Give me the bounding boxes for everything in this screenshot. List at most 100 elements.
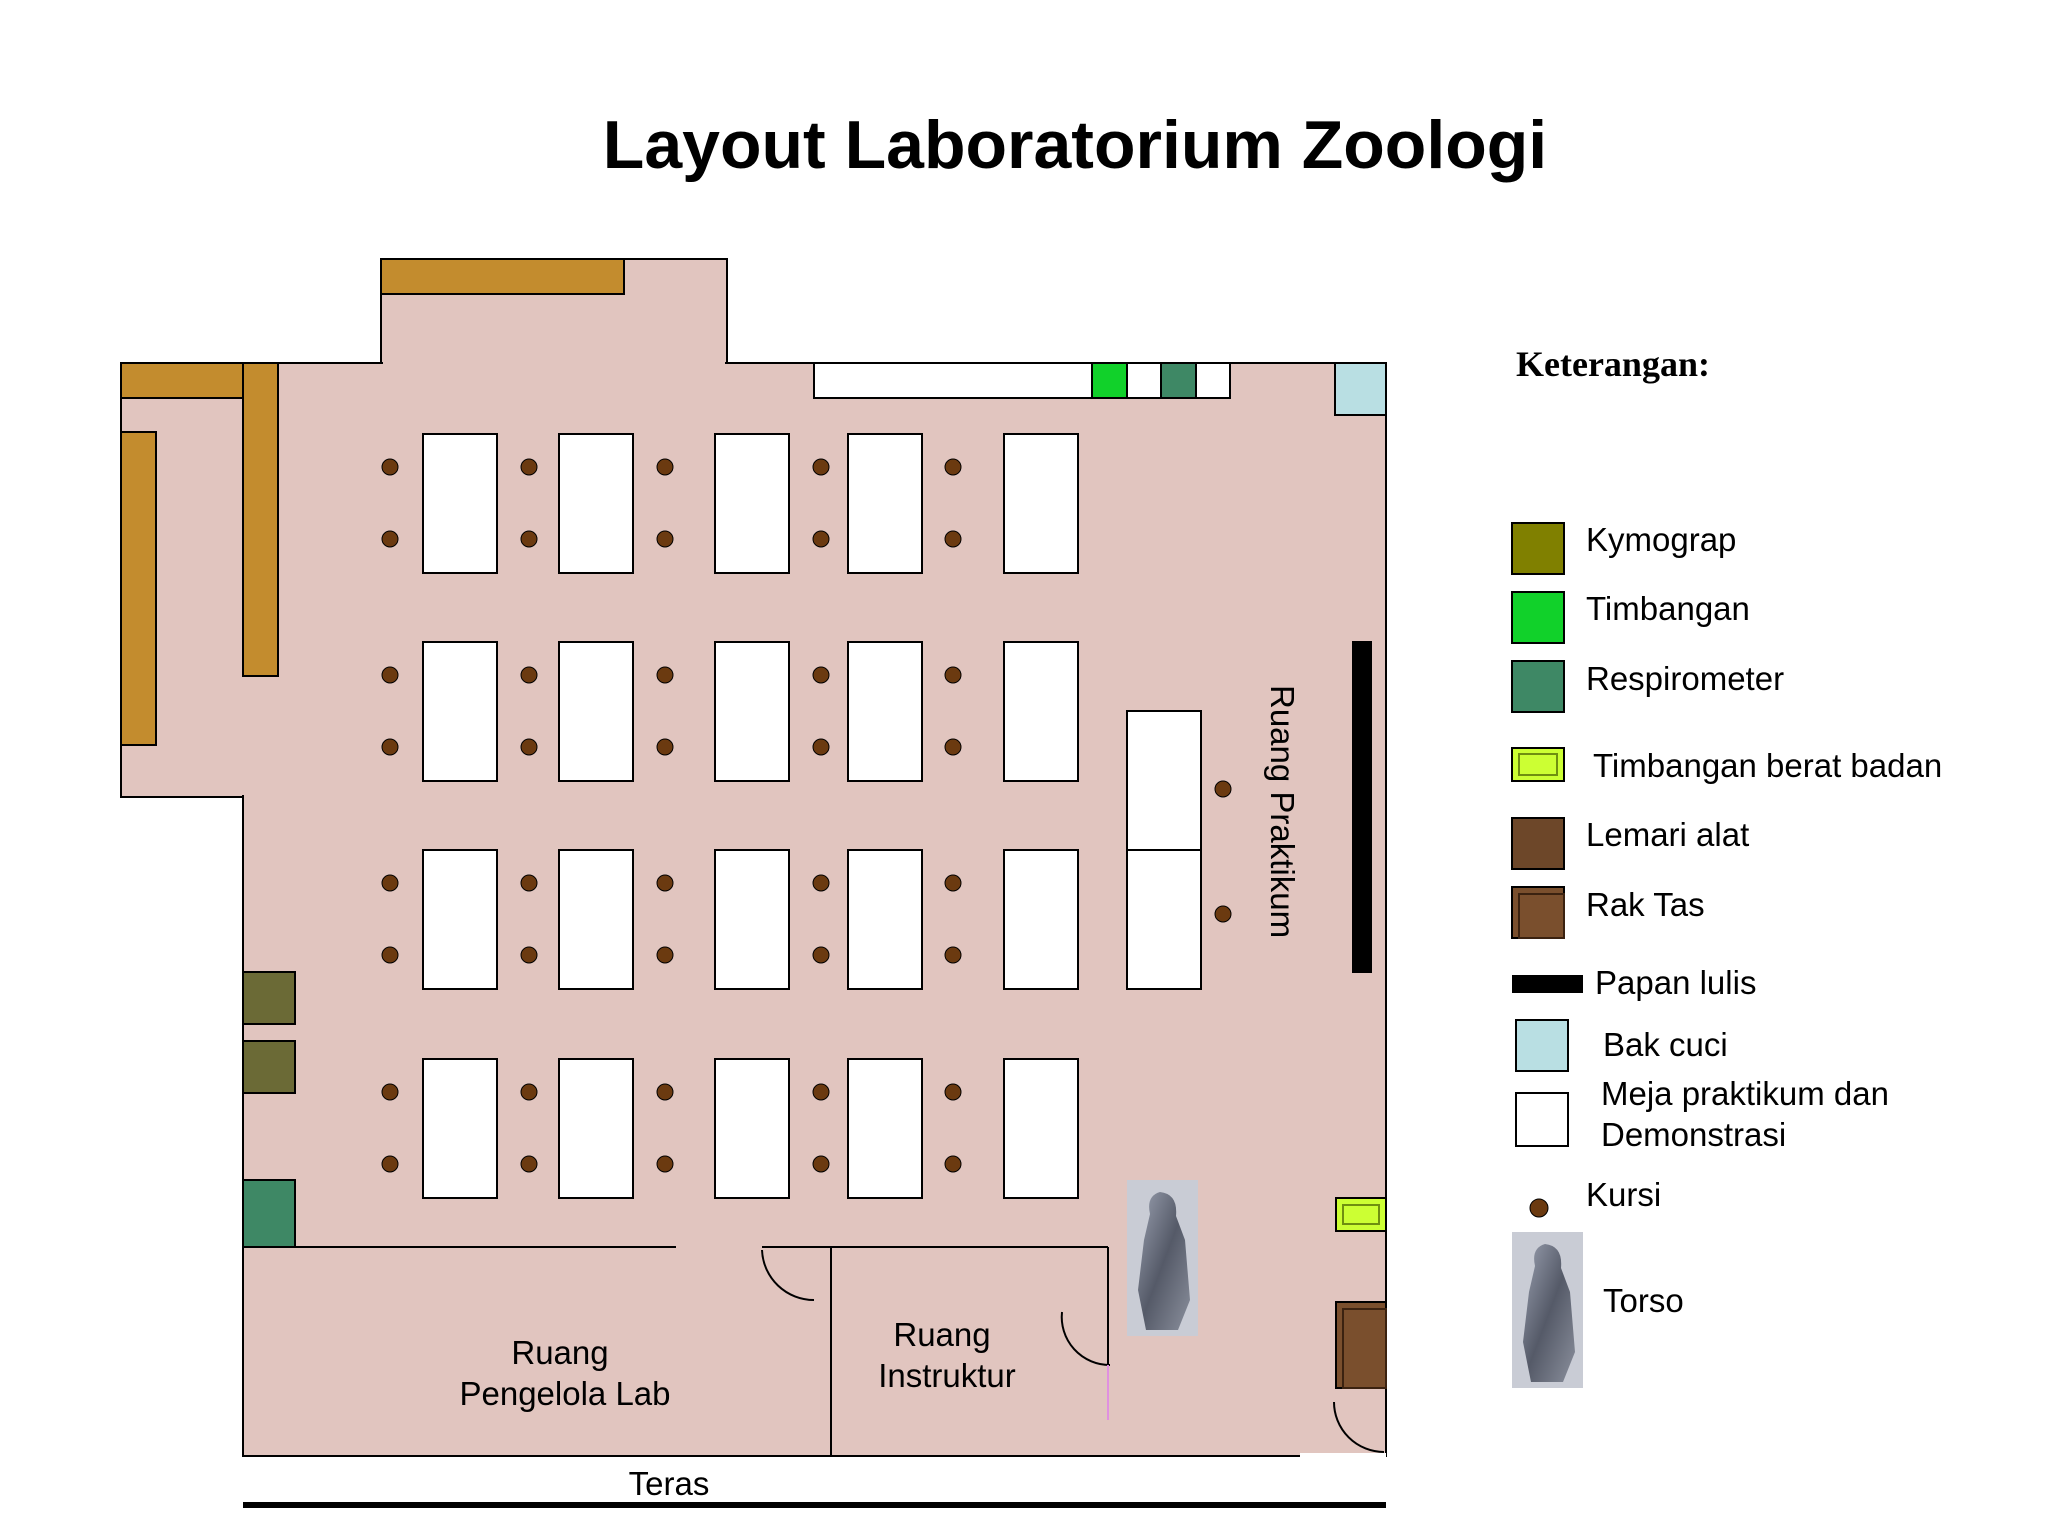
student-table [558, 641, 634, 782]
chair [381, 874, 399, 892]
legend-swatch-torso [1512, 1232, 1583, 1388]
cabinet-left-top [120, 362, 244, 399]
legend-label-meja-2: Demonstrasi [1601, 1116, 1786, 1153]
cabinet-top [380, 258, 625, 295]
student-table [558, 849, 634, 990]
student-table [714, 433, 790, 574]
chair [656, 946, 674, 964]
student-table [558, 1058, 634, 1199]
chair [944, 1155, 962, 1173]
chair [381, 530, 399, 548]
room-instruktur-label-2: Instruktur [878, 1357, 1016, 1394]
legend-heading: Keterangan: [1516, 344, 1710, 384]
chair [381, 458, 399, 476]
chair [656, 458, 674, 476]
door-main [1333, 1401, 1385, 1453]
chair [812, 1155, 830, 1173]
legend-swatch-kursi [1529, 1198, 1549, 1218]
page-title: Layout Laboratorium Zoologi [603, 107, 1547, 183]
main-door-gap [1300, 1453, 1386, 1459]
chair [520, 946, 538, 964]
chair [944, 1083, 962, 1101]
chair [520, 1155, 538, 1173]
legend-swatch-respirometer [1511, 660, 1565, 713]
legend-label-papan-tulis: Papan lulis [1595, 964, 1756, 1001]
chair [381, 1155, 399, 1173]
legend-swatch-meja [1515, 1092, 1569, 1147]
timbangan-berat-badan-inner [1342, 1204, 1380, 1225]
legend-label-timbangan: Timbangan [1586, 590, 1750, 627]
chair [944, 530, 962, 548]
student-table [1003, 849, 1079, 990]
legend-label-torso: Torso [1603, 1282, 1684, 1319]
chair [520, 1083, 538, 1101]
bak-cuci-block [1334, 362, 1387, 416]
student-table [847, 849, 923, 990]
student-table [847, 1058, 923, 1199]
demo-chair [1214, 780, 1232, 798]
chair [656, 1083, 674, 1101]
chair [520, 738, 538, 756]
rak-tas-block [1335, 1301, 1387, 1389]
room-praktikum-label: Ruang Praktikum [1264, 685, 1301, 938]
main-floor [242, 362, 1387, 1457]
door-pengelola [761, 1249, 815, 1301]
chair [812, 874, 830, 892]
chair [381, 666, 399, 684]
chair [656, 874, 674, 892]
respirometer-block-top [1160, 362, 1197, 399]
chair [381, 738, 399, 756]
chair [812, 738, 830, 756]
respirometer-block-left [242, 1179, 296, 1248]
student-table [1003, 1058, 1079, 1199]
legend-label-respirometer: Respirometer [1586, 660, 1784, 697]
student-table [714, 641, 790, 782]
cabinets [120, 258, 625, 746]
chair [381, 1083, 399, 1101]
legend-swatch-lemari-alat [1511, 817, 1565, 870]
legend-swatch-timbangan [1511, 591, 1565, 644]
legend-label-rak-tas: Rak Tas [1586, 886, 1705, 923]
room-pengelola-label-2: Pengelola Lab [459, 1375, 670, 1412]
student-table [558, 433, 634, 574]
room-instruktur-label-1: Ruang [893, 1316, 990, 1353]
legend-label-kymograp: Kymograp [1586, 521, 1736, 558]
lower-rooms [243, 1246, 1385, 1456]
student-table [847, 433, 923, 574]
papan-tulis [1352, 641, 1372, 973]
chair [812, 458, 830, 476]
alcove-join-cover [383, 361, 725, 365]
teras-label: Teras [629, 1465, 710, 1502]
demo-table [1126, 710, 1202, 990]
student-table [847, 641, 923, 782]
student-table [422, 641, 498, 782]
chair [520, 458, 538, 476]
chair [944, 738, 962, 756]
chair [812, 1083, 830, 1101]
legend: Keterangan: Kymograp Timbangan Respirome… [1511, 344, 1942, 1388]
legend-label-meja-1: Meja praktikum dan [1601, 1075, 1889, 1112]
chair [944, 666, 962, 684]
chair [812, 666, 830, 684]
student-table [714, 849, 790, 990]
legend-label-lemari-alat: Lemari alat [1586, 816, 1749, 853]
timbangan-block [1091, 362, 1128, 399]
door-instruktur [1060, 1311, 1111, 1367]
chair [520, 530, 538, 548]
teras-line [243, 1502, 1386, 1508]
kymograp-blocks [242, 971, 296, 1094]
chair [656, 1155, 674, 1173]
chair [520, 666, 538, 684]
chair [812, 946, 830, 964]
demo-chair [1214, 905, 1232, 923]
student-table [422, 433, 498, 574]
chair [944, 458, 962, 476]
top-counter [813, 362, 1231, 399]
chair [656, 530, 674, 548]
student-table [1003, 433, 1079, 574]
chair [520, 874, 538, 892]
legend-label-kursi: Kursi [1586, 1176, 1661, 1213]
student-chairs [381, 458, 962, 1173]
torso-figure [1127, 1180, 1198, 1336]
